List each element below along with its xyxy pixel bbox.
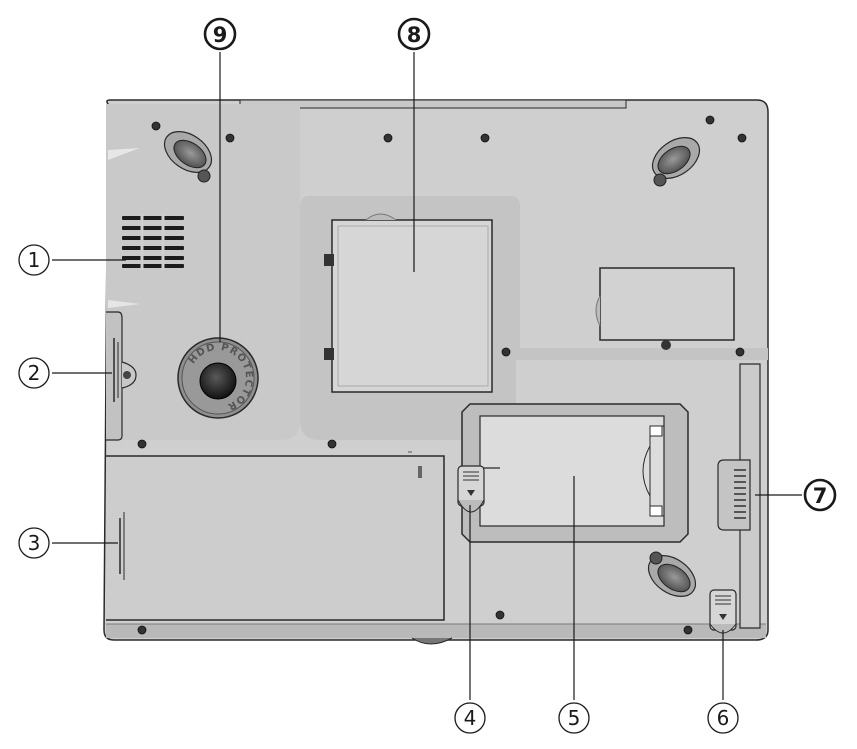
callout-9: 9 [203,17,237,51]
left-edge-highlight [108,148,140,160]
svg-text:9: 9 [213,23,228,47]
rubber-foot-top-right [651,136,701,187]
battery-lock-right[interactable] [709,589,737,634]
vent-grille [122,214,184,270]
svg-text:4: 4 [464,706,477,730]
svg-text:3: 3 [28,531,41,555]
svg-text:8: 8 [407,23,422,47]
hdd-protector[interactable]: HDD PROTECTOR [177,337,259,419]
svg-text:2: 2 [28,361,41,385]
rubber-foot-top-left [163,130,213,183]
right-side-latch[interactable] [717,363,761,629]
svg-text:5: 5 [568,706,581,730]
battery-pack[interactable] [461,403,689,543]
body-bottom-edge [106,624,766,638]
callout-4: 4 [454,702,486,734]
bottom-bump [411,637,453,645]
small-access-cover[interactable] [595,267,735,350]
callout-8: 8 [397,17,431,51]
callout-lines [52,52,802,700]
callout-7: 7 [803,478,837,512]
svg-text:1: 1 [28,248,41,272]
screws [137,115,747,635]
callout-2: 2 [18,357,50,389]
left-edge-highlight-2 [108,300,140,308]
memory-compartment-door[interactable] [324,213,493,393]
rubber-foot-bottom-right [647,551,697,598]
side-latch[interactable] [106,311,137,441]
callout-1: 1 [18,244,50,276]
svg-text:6: 6 [717,706,730,730]
svg-text:7: 7 [813,484,828,508]
callout-3: 3 [18,527,50,559]
hdd-bay-cover[interactable] [106,451,445,621]
callout-6: 6 [707,702,739,734]
callout-5: 5 [558,702,590,734]
battery-lock-left[interactable] [457,465,485,513]
